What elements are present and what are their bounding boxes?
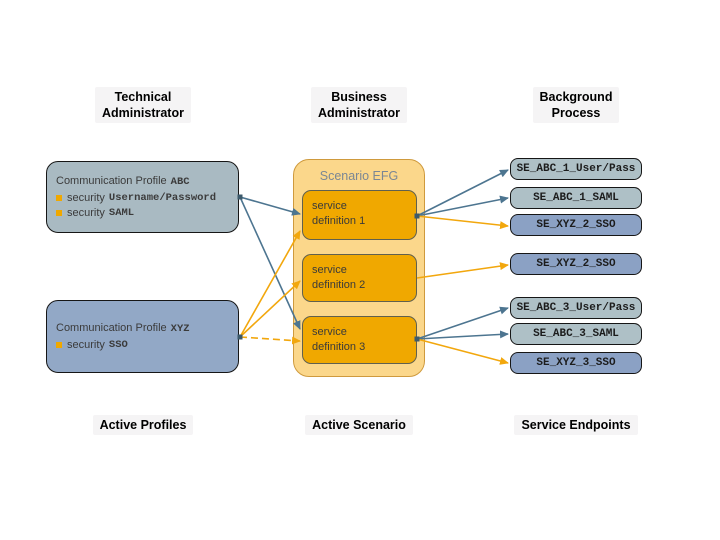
security-item-text: security bbox=[67, 207, 105, 219]
endpoint-se-abc-1-saml: SE_ABC_1_SAML bbox=[510, 187, 642, 209]
endpoint-se-xyz-2-sso-a: SE_XYZ_2_SSO bbox=[510, 214, 642, 236]
connector-profile-xyz-to-service-definition-3 bbox=[239, 336, 301, 345]
endpoint-se-xyz-2-sso-b: SE_XYZ_2_SSO bbox=[510, 253, 642, 275]
header-line: Administrator bbox=[102, 106, 184, 120]
profile-title-code: ABC bbox=[170, 176, 190, 188]
column-header-technical-administrator: Technical Administrator bbox=[58, 87, 228, 123]
service-label-line: definition 1 bbox=[312, 215, 366, 227]
security-item-code: SSO bbox=[108, 339, 128, 351]
endpoint-se-abc-3-saml: SE_ABC_3_SAML bbox=[510, 323, 642, 345]
profile-title-text: Communication Profile bbox=[56, 175, 167, 187]
service-label-line: definition 3 bbox=[312, 341, 366, 353]
connector-profile-abc-to-service-definition-3 bbox=[239, 196, 301, 330]
bullet-icon bbox=[56, 342, 62, 348]
endpoint-se-abc-1-userpass: SE_ABC_1_User/Pass bbox=[510, 158, 642, 180]
connector-profile-xyz-to-service-definition-1 bbox=[239, 230, 301, 338]
column-header-business-administrator: Business Administrator bbox=[274, 87, 444, 123]
scenario-container: Scenario EFG service definition 1 servic… bbox=[293, 159, 425, 377]
connector-service-definition-3-to-endpoint-se-abc-3-userpass bbox=[416, 306, 509, 340]
connector-service-definition-3-to-endpoint-se-abc-3-saml bbox=[416, 330, 509, 340]
connector-service-definition-3-to-endpoint-se-xyz-3-sso bbox=[416, 338, 509, 365]
header-line: Process bbox=[551, 106, 601, 120]
security-item-code: Username/Password bbox=[108, 192, 217, 204]
service-definition-2: service definition 2 bbox=[302, 254, 417, 302]
security-item-text: security bbox=[67, 339, 105, 351]
security-item-code: SAML bbox=[108, 207, 135, 219]
bullet-icon bbox=[56, 195, 62, 201]
service-definition-3: service definition 3 bbox=[302, 316, 417, 364]
connector-service-definition-1-to-endpoint-se-abc-1-saml bbox=[416, 195, 509, 217]
bullet-icon bbox=[56, 210, 62, 216]
service-definition-1: service definition 1 bbox=[302, 190, 417, 240]
column-header-background-process: Background Process bbox=[491, 87, 661, 123]
profile-title-text: Communication Profile bbox=[56, 322, 167, 334]
header-line: Administrator bbox=[318, 106, 400, 120]
footer-label-service-endpoints: Service Endpoints bbox=[491, 415, 661, 435]
profile-title-code: XYZ bbox=[170, 323, 190, 335]
header-line: Technical bbox=[114, 90, 172, 104]
connector-profile-xyz-to-service-definition-2 bbox=[239, 280, 301, 338]
endpoint-se-abc-3-userpass: SE_ABC_3_User/Pass bbox=[510, 297, 642, 319]
footer-label-active-scenario: Active Scenario bbox=[274, 415, 444, 435]
header-line: Background bbox=[539, 90, 613, 104]
connector-service-definition-2-to-endpoint-se-xyz-2-sso-b bbox=[416, 262, 509, 279]
connector-service-definition-1-to-endpoint-se-abc-1-userpass bbox=[416, 169, 509, 217]
security-item-text: security bbox=[67, 192, 105, 204]
service-label-line: service bbox=[312, 200, 347, 212]
connector-service-definition-1-to-endpoint-se-xyz-2-sso-a bbox=[416, 215, 509, 230]
service-label-line: definition 2 bbox=[312, 279, 366, 291]
endpoint-se-xyz-3-sso: SE_XYZ_3_SSO bbox=[510, 352, 642, 374]
scenario-title: Scenario EFG bbox=[319, 169, 399, 183]
service-label-line: service bbox=[312, 326, 347, 338]
header-line: Business bbox=[331, 90, 387, 104]
connector-profile-abc-to-service-definition-1 bbox=[239, 196, 301, 216]
service-label-line: service bbox=[312, 264, 347, 276]
footer-label-active-profiles: Active Profiles bbox=[58, 415, 228, 435]
